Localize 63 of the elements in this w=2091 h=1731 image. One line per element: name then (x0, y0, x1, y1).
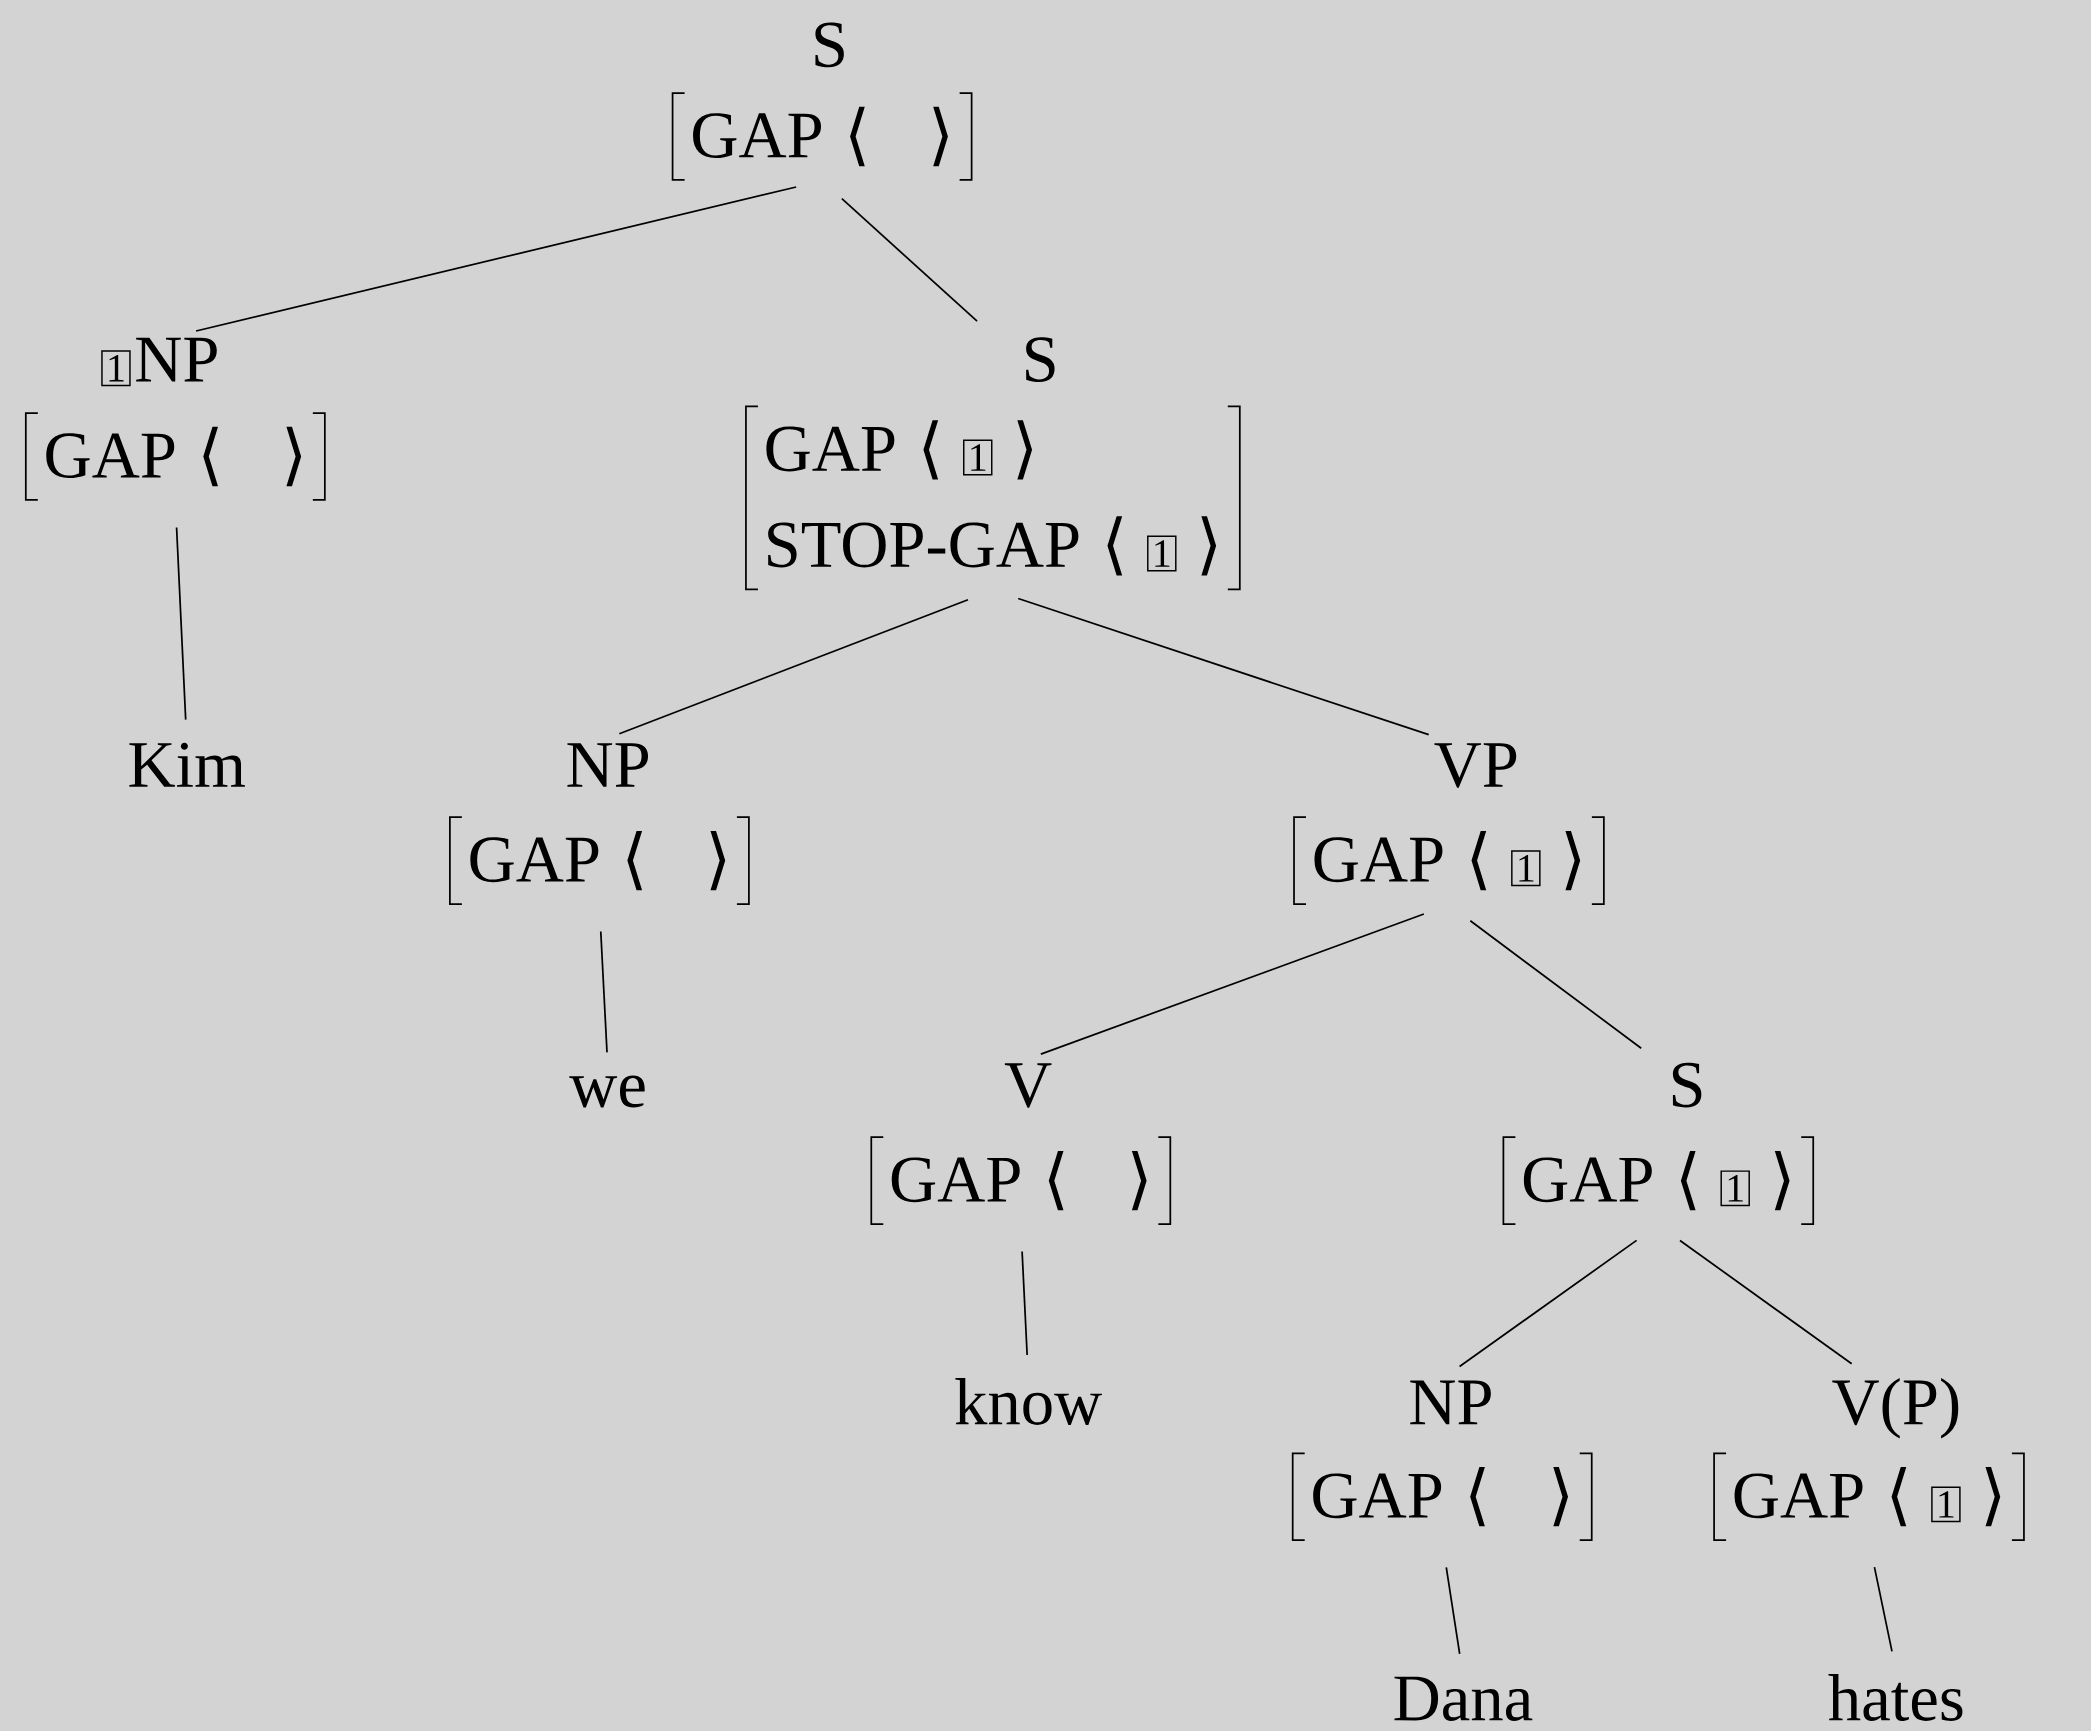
angle-bracket: ⟩ (1774, 1150, 1790, 1211)
tree-branch (841, 197, 978, 323)
angle-bracket: ⟩ (710, 830, 726, 891)
tag-box: 1 (1511, 850, 1541, 887)
category-label: NP (1410, 1380, 1491, 1425)
angle-bracket: ⟨ (923, 420, 939, 480)
tree-branch (1021, 1250, 1028, 1356)
angle-bracket: ⟨ (1471, 830, 1487, 891)
tag-box: 1 (101, 350, 131, 387)
tree-branch (599, 930, 608, 1054)
category-label: V (1004, 1063, 1052, 1108)
tree-branch (1469, 919, 1643, 1050)
category-label: NP (567, 743, 649, 787)
tree-branch (618, 598, 969, 735)
angle-bracket: ⟨ (627, 830, 643, 891)
angle-bracket: ⟩ (1985, 1467, 2001, 1527)
angle-bracket: ⟨ (850, 106, 865, 167)
tree-branch (1458, 1239, 1638, 1368)
angle-bracket: ⟩ (1565, 830, 1581, 891)
feature-name: GAP (1734, 1473, 1863, 1519)
tag-box: 1 (963, 439, 993, 476)
feature-name: GAP (1313, 1473, 1442, 1519)
angle-bracket: ⟩ (933, 106, 948, 167)
word-label: we (569, 1075, 645, 1108)
angle-bracket: ⟨ (203, 426, 218, 487)
tree-branch (1017, 597, 1430, 736)
angle-bracket: ⟩ (1553, 1467, 1569, 1527)
tree-branch (1445, 1566, 1461, 1655)
feature-name: GAP (1314, 837, 1443, 883)
tree-branch (1873, 1566, 1893, 1653)
angle-bracket: ⟨ (1470, 1467, 1485, 1527)
word-label: know (955, 1378, 1102, 1425)
angle-bracket: ⟩ (1131, 1150, 1147, 1211)
tree-branch (1039, 913, 1425, 1056)
category-label: S (815, 22, 844, 68)
angle-bracket: ⟩ (286, 426, 302, 487)
angle-bracket: ⟨ (1048, 1150, 1064, 1211)
tag-box: 1 (1720, 1170, 1750, 1207)
feature-name: GAP (46, 433, 175, 479)
feature-name: GAP (693, 113, 821, 159)
feature-name: GAP (766, 426, 895, 472)
tree-branch (195, 186, 798, 332)
feature-name: STOP-GAP (768, 522, 1079, 568)
feature-name: GAP (470, 837, 599, 883)
category-label: S (1026, 337, 1055, 383)
tree-branch (1679, 1239, 1853, 1365)
tag-box: 1 (1931, 1486, 1961, 1523)
category-label: S (1672, 1062, 1702, 1108)
category-label: VP (1434, 743, 1517, 788)
angle-bracket: ⟩ (1201, 516, 1217, 576)
angle-bracket: ⟨ (1891, 1467, 1907, 1527)
category-label: V(P) (1832, 1378, 1959, 1439)
tag-box: 1 (1147, 535, 1177, 572)
word-label: Kim (129, 742, 245, 787)
tree-branch (175, 526, 187, 721)
angle-bracket: ⟨ (1680, 1150, 1696, 1211)
word-label: hates (1828, 1674, 1963, 1721)
category-label: NP (136, 337, 217, 382)
feature-name: GAP (1523, 1157, 1652, 1203)
angle-bracket: ⟨ (1107, 516, 1123, 576)
angle-bracket: ⟩ (1017, 420, 1033, 480)
feature-name: GAP (891, 1157, 1020, 1203)
word-label: Dana (1394, 1676, 1533, 1721)
